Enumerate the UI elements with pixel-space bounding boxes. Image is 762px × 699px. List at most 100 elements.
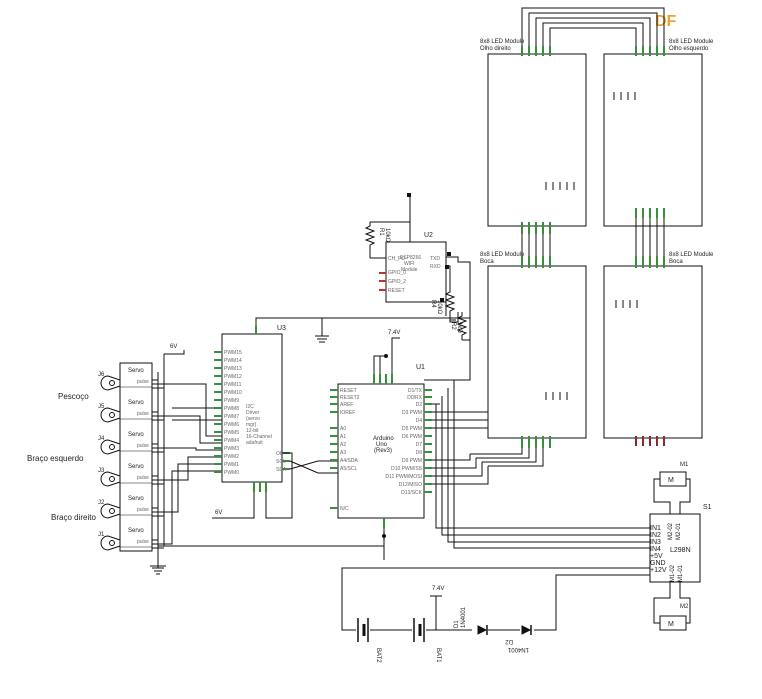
servo-pin-label: pulse xyxy=(137,539,149,545)
resistor-r2: R2 1kΩ xyxy=(450,312,468,340)
servo-pin-label: pulse xyxy=(137,475,149,481)
junction-square xyxy=(447,252,451,256)
junction-dot xyxy=(384,354,388,358)
u3-ref: U3 xyxy=(277,325,286,332)
diode-part: 1N4001 xyxy=(507,646,529,652)
u3-pin-label: PWM0 xyxy=(224,470,239,476)
l298n-pin-label: +12V xyxy=(650,567,667,574)
label-braco-esquerdo: Braço esquerdo xyxy=(27,454,84,463)
servo-ref: J6 xyxy=(98,372,105,378)
l298n-pin-label: M1-01 xyxy=(678,564,684,582)
led-module-olho-esquerdo: 8x8 LED Module Olho esquerdo xyxy=(603,39,714,227)
led-sub: Boca xyxy=(669,259,683,265)
u3-pin-label: PWM4 xyxy=(224,438,239,444)
r2-ref: R2 xyxy=(450,322,456,330)
servo-list: J6ServopulseJ5ServopulseJ4ServopulseJ3Se… xyxy=(98,368,152,551)
l298n-pin-label: M1-02 xyxy=(670,564,676,582)
u3-pin-label: PWM13 xyxy=(224,366,242,372)
r2-value: 1kΩ xyxy=(456,322,462,333)
servo-horn-icon xyxy=(100,535,121,551)
servo-pin-label: pulse xyxy=(137,379,149,385)
servo-ref: J2 xyxy=(98,500,105,506)
label-braco-direito: Braço direito xyxy=(51,513,96,522)
servo-name: Servo xyxy=(128,400,144,406)
u3-name-line: (servo xyxy=(246,416,260,422)
u3-pin-label: OE xyxy=(276,451,284,457)
led-module-boca-left: 8x8 LED Module Boca xyxy=(480,252,587,439)
led-sub: Olho direito xyxy=(480,46,511,52)
power-6v-bottom: 6V xyxy=(215,510,222,516)
servo-ref: J4 xyxy=(98,436,105,442)
motor-m2: M M2 xyxy=(653,582,691,631)
led-module-olho-direito: 8x8 LED Module Olho direito xyxy=(480,39,587,227)
servo-horn-icon xyxy=(100,439,121,455)
l298n-pin-label: +5V xyxy=(650,553,663,560)
servo-name: Servo xyxy=(128,432,144,438)
u3-pin-label: PWM2 xyxy=(224,454,239,460)
servo-pin-label: pulse xyxy=(137,411,149,417)
power-7v4-bottom: 7.4V xyxy=(432,586,444,592)
diode-ref: D2 xyxy=(505,638,513,644)
ground-symbol xyxy=(315,318,329,343)
u1-pin-label: N/C xyxy=(340,506,349,512)
arduino-out-wires xyxy=(424,380,650,549)
u3-pin-label: PWM6 xyxy=(224,422,239,428)
u1-pin-label: AREF xyxy=(340,402,353,408)
servo-name: Servo xyxy=(128,464,144,470)
u2-pin-label: TXD xyxy=(430,256,440,262)
servo-name: Servo xyxy=(128,368,144,374)
led-title: 8x8 LED Module xyxy=(669,252,714,258)
servo-pin-label: pulse xyxy=(137,507,149,513)
diode-d1: D1 1N4001 xyxy=(454,606,488,635)
led-chain-wires xyxy=(470,7,665,467)
servo-horn-icon xyxy=(100,471,121,487)
junction-square xyxy=(445,265,449,269)
r1-ref: R1 xyxy=(378,228,384,236)
u1-pin-label: D1/TX xyxy=(408,388,423,394)
servo-bus-wires xyxy=(150,350,222,567)
servo-pin-label: pulse xyxy=(137,443,149,449)
u1-pin-label: A0 xyxy=(340,426,346,432)
servo-horn-hub xyxy=(109,508,115,514)
u3-pin-label: PWM9 xyxy=(224,398,239,404)
u1-arduino-uno: U1 Arduino Uno (Rev3) xyxy=(337,364,425,519)
diode-ref: D1 xyxy=(454,620,460,628)
u1-pin-label: A2 xyxy=(340,442,346,448)
u1-pin-label: D13/SCK xyxy=(401,490,423,496)
battery-bat1: BAT1 xyxy=(413,618,441,663)
u2-pin-label: GPIO_0 xyxy=(388,270,406,276)
u1-ref: U1 xyxy=(416,364,425,371)
u1-pin-label: D5 PWM xyxy=(402,426,422,432)
resistor-r4: R4 10kΩ xyxy=(430,288,456,316)
u3-name-line: 16-Channel xyxy=(246,434,272,440)
led-title: 8x8 LED Module xyxy=(480,252,525,258)
u1-name-line: Uno xyxy=(376,442,388,448)
u1-pin-label: D12/MISO xyxy=(399,482,422,488)
u3-name-line: adafruit xyxy=(246,440,263,446)
u1-pin-label: RESET xyxy=(340,388,357,394)
l298n-pin-label: GND xyxy=(650,560,666,567)
u3-pin-label: PWM8 xyxy=(224,406,239,412)
l298n-pin-label: M2-01 xyxy=(676,522,682,540)
u2-name-line: ESP8266 xyxy=(400,255,421,261)
u2-pin-label: GPIO_2 xyxy=(388,279,406,285)
u3-pin-label: PWM7 xyxy=(224,414,239,420)
u1-pin-label: D10 PWM/SS xyxy=(391,466,423,472)
led-title: 8x8 LED Module xyxy=(480,39,525,45)
led-pins xyxy=(521,46,665,448)
u2-name-line: Module xyxy=(401,267,418,273)
battery-bat2: BAT2 xyxy=(357,618,381,663)
u1-pin-label: IOREF xyxy=(340,410,355,416)
u3-pin-label: SDA xyxy=(276,467,287,473)
esp8266-module: U2 ESP8266 WIFI Module CH_PD GPIO_0 GPIO… xyxy=(379,232,447,303)
diode-part: 1N4001 xyxy=(461,606,467,628)
junction-square xyxy=(440,298,444,302)
power-7v4-top: 7.4V xyxy=(388,330,400,336)
u2-pin-label: RESET xyxy=(388,288,405,294)
battery-ref: BAT2 xyxy=(375,648,381,663)
servo-horn-hub xyxy=(109,476,115,482)
